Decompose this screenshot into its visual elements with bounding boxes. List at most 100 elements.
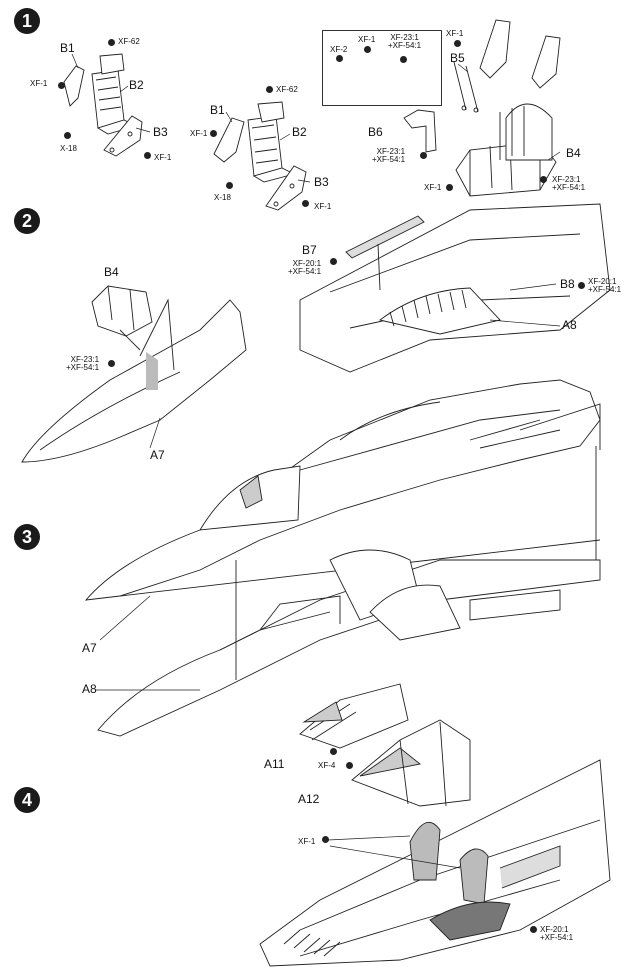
paint-label-xf1: XF-1: [358, 35, 376, 44]
paint-label-xf1: XF-1: [154, 153, 172, 162]
paint-dot: [364, 46, 371, 53]
paint-xf20: XF-20:1: [588, 277, 617, 286]
paint-xf54: +XF-54:1: [540, 933, 574, 943]
paint-label-xf23-mix: XF-23:1 +XF-54:1: [552, 175, 586, 193]
paint-xf23: XF-23:1: [70, 355, 100, 364]
instrument-panel-inset: [322, 30, 442, 106]
part-label-a8: A8: [562, 318, 577, 332]
paint-xf20: XF-20:1: [292, 259, 322, 268]
fuselage-a8-lower: [97, 446, 601, 737]
paint-dot: [420, 152, 427, 159]
part-label-b3: B3: [153, 125, 168, 139]
paint-label-xf20-mix: XF-20:1 +XF-54:1: [288, 259, 322, 277]
paint-label-xf23-mix: XF-23:1 +XF-54:1: [388, 33, 422, 51]
paint-xf54: +XF-54:1: [588, 285, 622, 295]
nose-half-a7: [21, 298, 247, 463]
seat-b3-mid: [265, 165, 307, 211]
seat-b3-left: [103, 115, 143, 157]
paint-label-xf20-mix: XF-20:1 +XF-54:1: [540, 925, 574, 943]
paint-label-xf23-mix: XF-23:1 +XF-54:1: [66, 355, 100, 373]
paint-label-xf1: XF-1: [190, 129, 208, 138]
paint-xf54: +XF-54:1: [552, 183, 586, 193]
part-label-b4: B4: [104, 265, 119, 279]
part-label-a12: A12: [298, 792, 320, 806]
paint-label-x18: X-18: [214, 193, 231, 202]
paint-label-xf20-mix: XF-20:1 +XF-54:1: [588, 277, 622, 295]
seats-b5-pair: [479, 19, 561, 89]
paint-dot: [266, 86, 273, 93]
paint-xf23: XF-23:1: [552, 175, 581, 184]
paint-dot: [578, 282, 585, 289]
seat-b1-left: [63, 65, 85, 107]
paint-label-xf2: XF-2: [330, 45, 348, 54]
paint-dot: [322, 836, 329, 843]
seat-b2-mid: [247, 101, 296, 183]
rear-fuselage-step4: [259, 759, 611, 967]
paint-dot: [210, 130, 217, 137]
part-label-a11: A11: [264, 757, 285, 771]
paint-label-x18: X-18: [60, 144, 77, 153]
step-1-marker: 1: [14, 8, 40, 34]
paint-dot: [330, 748, 337, 755]
paint-dot: [400, 56, 407, 63]
leader-lines: [71, 53, 561, 869]
part-label-b6: B6: [368, 125, 383, 139]
step-4-marker: 4: [14, 787, 40, 813]
seat-b1-mid: [213, 117, 245, 163]
paint-dot: [446, 184, 453, 191]
part-label-b8: B8: [560, 277, 575, 291]
tub-b4-step2: [91, 285, 153, 337]
paint-dot: [454, 40, 461, 47]
part-label-a7: A7: [82, 641, 97, 655]
cockpit-tub-b4: [455, 103, 557, 197]
paint-xf20: XF-20:1: [540, 925, 569, 934]
paint-label-xf62: XF-62: [118, 37, 140, 46]
part-label-b5: B5: [450, 51, 465, 65]
part-label-b2: B2: [292, 125, 307, 139]
paint-xf54: +XF-54:1: [372, 155, 406, 165]
canopy-a11: [299, 683, 409, 749]
paint-xf23: XF-23:1: [376, 147, 406, 156]
cockpit-rail-b7: [345, 215, 425, 291]
part-label-a8: A8: [82, 682, 97, 696]
part-label-b1: B1: [210, 103, 225, 117]
fuselage-a8-rear: [299, 203, 611, 373]
paint-label-xf1: XF-1: [446, 29, 464, 38]
paint-label-xf1: XF-1: [424, 183, 442, 192]
paint-dot: [108, 39, 115, 46]
paint-dot: [530, 926, 537, 933]
part-label-b1: B1: [60, 41, 75, 55]
paint-dot: [64, 132, 71, 139]
part-label-b7: B7: [302, 243, 317, 257]
paint-dot: [144, 152, 151, 159]
step-3-marker: 3: [14, 524, 40, 550]
paint-label-xf1: XF-1: [298, 837, 316, 846]
aircraft-fuselage: [84, 379, 601, 601]
paint-dot: [58, 82, 65, 89]
paint-xf54: +XF-54:1: [288, 267, 322, 277]
canopy-a12: [351, 719, 471, 807]
paint-dot: [336, 55, 343, 62]
part-label-b4: B4: [566, 146, 581, 160]
part-label-b2: B2: [129, 78, 144, 92]
paint-dot: [302, 200, 309, 207]
b5-rods: [453, 61, 479, 113]
paint-xf23: XF-23:1: [390, 33, 419, 42]
b6-bulkhead: [403, 109, 437, 153]
paint-dot: [226, 182, 233, 189]
paint-dot: [540, 176, 547, 183]
paint-xf54: +XF-54:1: [388, 41, 422, 51]
paint-label-xf4: XF-4: [318, 761, 336, 770]
step-2-marker: 2: [14, 208, 40, 234]
paint-label-xf23-mix: XF-23:1 +XF-54:1: [372, 147, 406, 165]
paint-dot: [346, 762, 353, 769]
paint-label-xf62: XF-62: [276, 85, 298, 94]
paint-dot: [330, 258, 337, 265]
paint-xf54: +XF-54:1: [66, 363, 100, 373]
part-label-b3: B3: [314, 175, 329, 189]
part-label-a7: A7: [150, 448, 165, 462]
paint-label-xf1: XF-1: [30, 79, 48, 88]
paint-dot: [108, 360, 115, 367]
paint-label-xf1: XF-1: [314, 202, 332, 211]
